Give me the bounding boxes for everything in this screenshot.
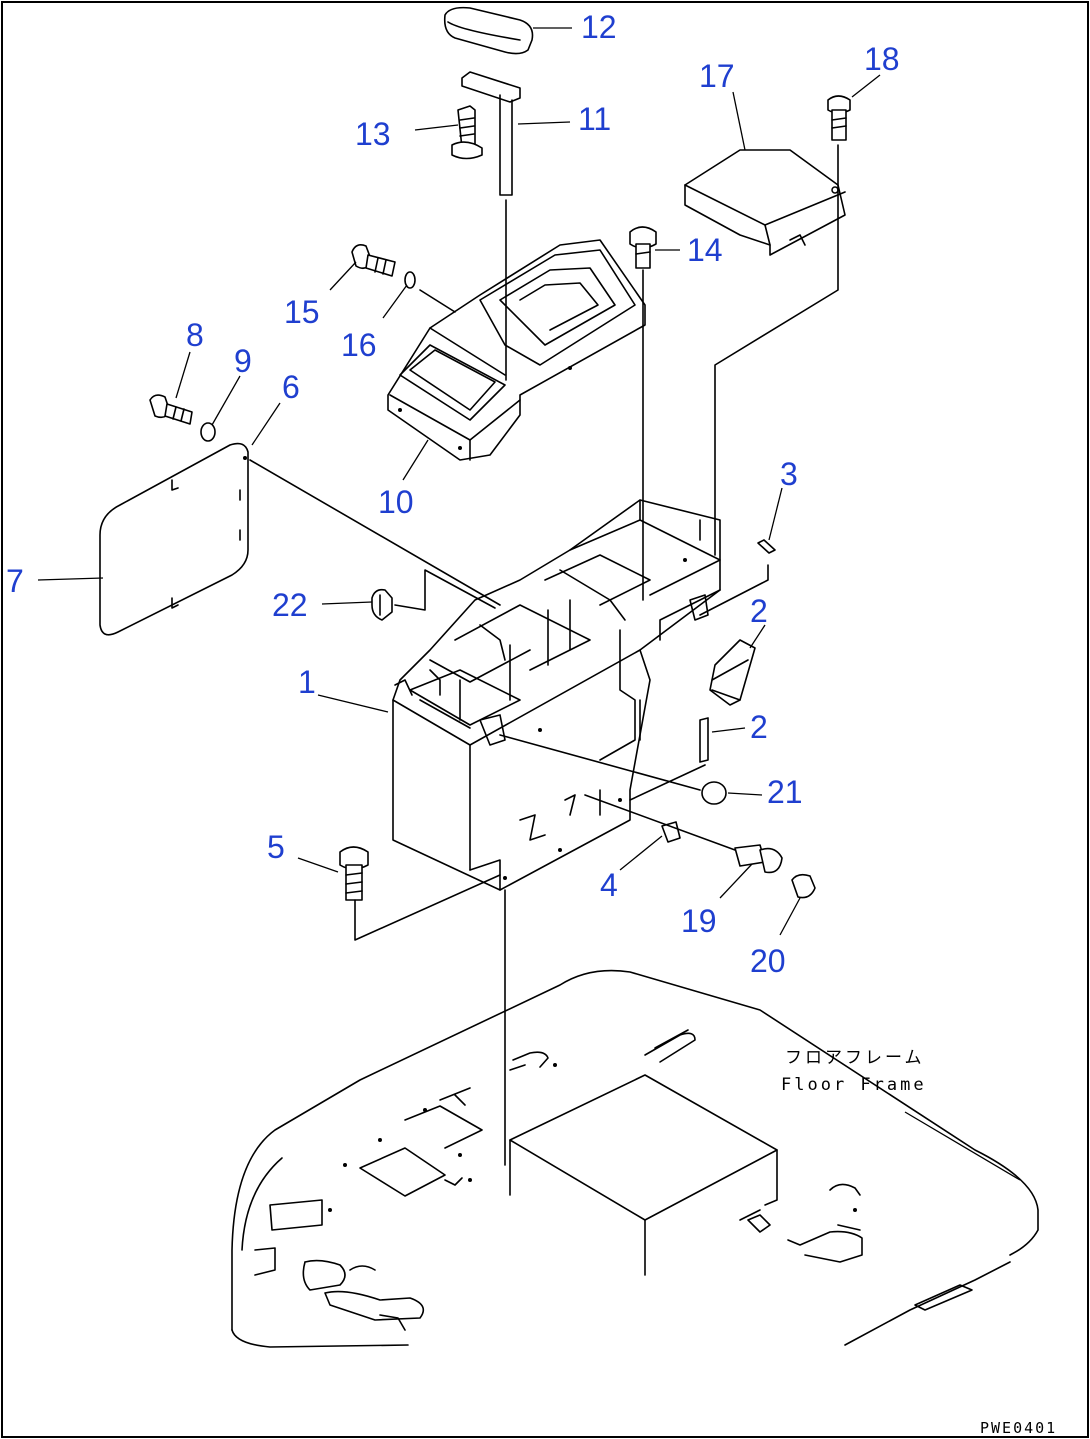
callout-16: 16 [341,327,377,363]
floor-frame [231,969,1039,1348]
callout-2-lower: 2 [750,709,768,745]
floor-box [509,1074,778,1276]
bolt-13 [451,105,483,160]
callout-8: 8 [186,317,204,353]
callout-20: 20 [750,943,786,979]
callout-11: 11 [578,101,611,137]
callout-13: 13 [355,116,391,152]
callout-18: 18 [864,41,900,77]
plug-4 [661,821,681,843]
callout-19: 19 [681,903,717,939]
pad-part [443,6,534,55]
strip-2-lower [699,717,709,763]
plug-21 [701,781,727,805]
callout-1: 1 [298,664,316,700]
callout-12: 12 [581,9,617,45]
callouts: 1 2 2 3 4 5 6 7 8 9 10 11 12 13 14 15 16… [6,9,900,979]
floor-frame-label-en: Floor Frame [781,1075,927,1095]
assembly-lines [249,144,839,1166]
console-body [392,499,721,891]
bolt-19 [734,844,783,874]
bolt-15 [351,244,396,277]
callout-7: 7 [6,563,24,599]
top-cover [684,149,846,256]
small-parts [149,6,851,901]
callout-10: 10 [378,484,414,520]
callout-21: 21 [767,774,803,810]
bolt-8 [149,394,193,425]
callout-6: 6 [282,369,300,405]
nut-20 [791,873,816,899]
bolt-14 [629,226,657,269]
bracket-part [461,71,521,103]
callout-2-upper: 2 [750,593,768,629]
callout-4: 4 [600,867,618,903]
callout-17: 17 [699,58,735,94]
washer-16 [404,271,416,289]
callout-14: 14 [687,232,723,268]
bolt-5 [339,846,369,901]
side-panel [99,442,249,636]
callout-22: 22 [272,587,308,623]
washer-9 [200,422,216,442]
callout-9: 9 [234,343,252,379]
callout-15: 15 [284,294,320,330]
floor-frame-label-jp: フロアフレーム [785,1048,925,1068]
drawing-code: PWE0401 [980,1419,1057,1437]
grommet-22 [371,588,393,621]
clip-3 [757,539,776,554]
leader-lines [37,27,1021,1181]
bolt-18 [827,95,851,141]
callout-5: 5 [267,829,285,865]
upper-cover [387,239,646,461]
clamp-2-upper [709,639,756,706]
callout-3: 3 [780,456,798,492]
